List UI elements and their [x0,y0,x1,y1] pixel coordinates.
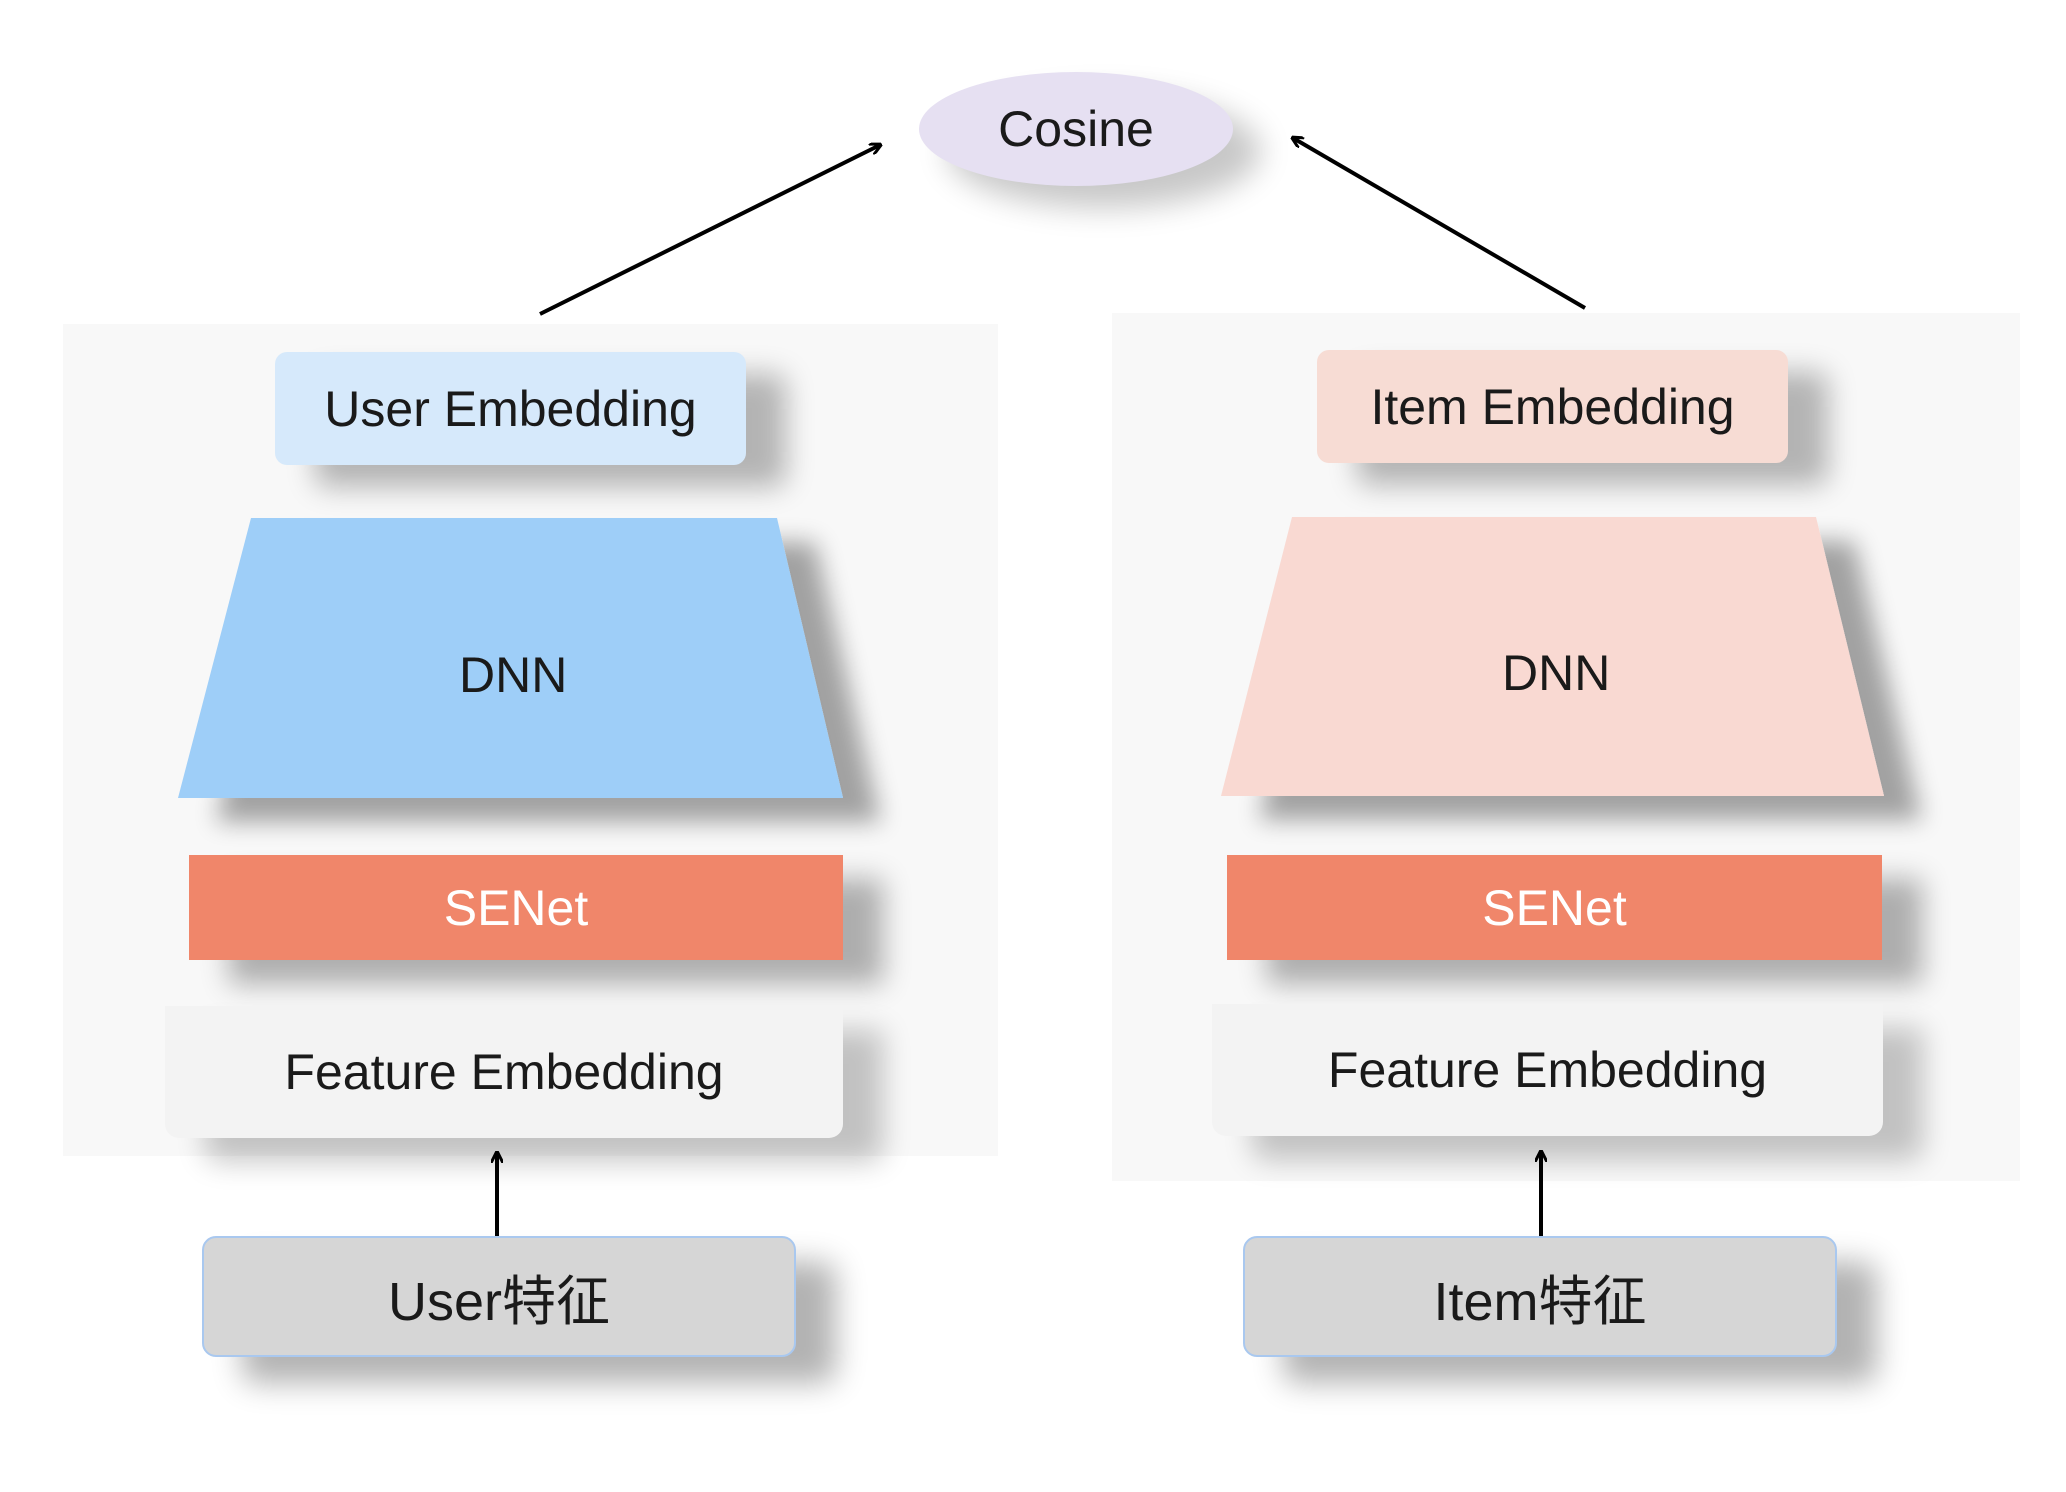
cosine-label: Cosine [998,101,1154,157]
item-embedding-label: Item Embedding [1370,378,1735,435]
user-dnn-label: DNN [459,647,568,703]
item-senet-label: SENet [1482,879,1627,936]
item-senet-box: SENet [1227,855,1882,960]
user-feature-embedding-label: Feature Embedding [284,1044,724,1100]
item-embedding-box: Item Embedding [1317,350,1788,463]
item-dnn-trapezoid [1221,517,1884,796]
item-features-label: Item特征 [1433,1272,1647,1332]
user-embedding-label: User Embedding [324,380,697,437]
user-feature-embedding-box: Feature Embedding [165,1006,843,1138]
user-embedding-box: User Embedding [275,352,746,465]
item-dnn-label: DNN [1502,645,1611,701]
item-feature-embedding-box: Feature Embedding [1212,1004,1883,1136]
user-features-input-box: User特征 [202,1236,796,1357]
item-features-input-box: Item特征 [1243,1236,1837,1357]
cosine-node: Cosine [919,72,1233,186]
user-to-cosine-arrow [539,145,880,316]
user-senet-box: SENet [189,855,843,960]
item-feature-embedding-label: Feature Embedding [1327,1042,1768,1098]
user-dnn-trapezoid [178,518,843,798]
item-to-cosine-arrow [1293,138,1587,310]
user-features-label: User特征 [387,1272,610,1332]
user-senet-label: SENet [443,879,589,936]
